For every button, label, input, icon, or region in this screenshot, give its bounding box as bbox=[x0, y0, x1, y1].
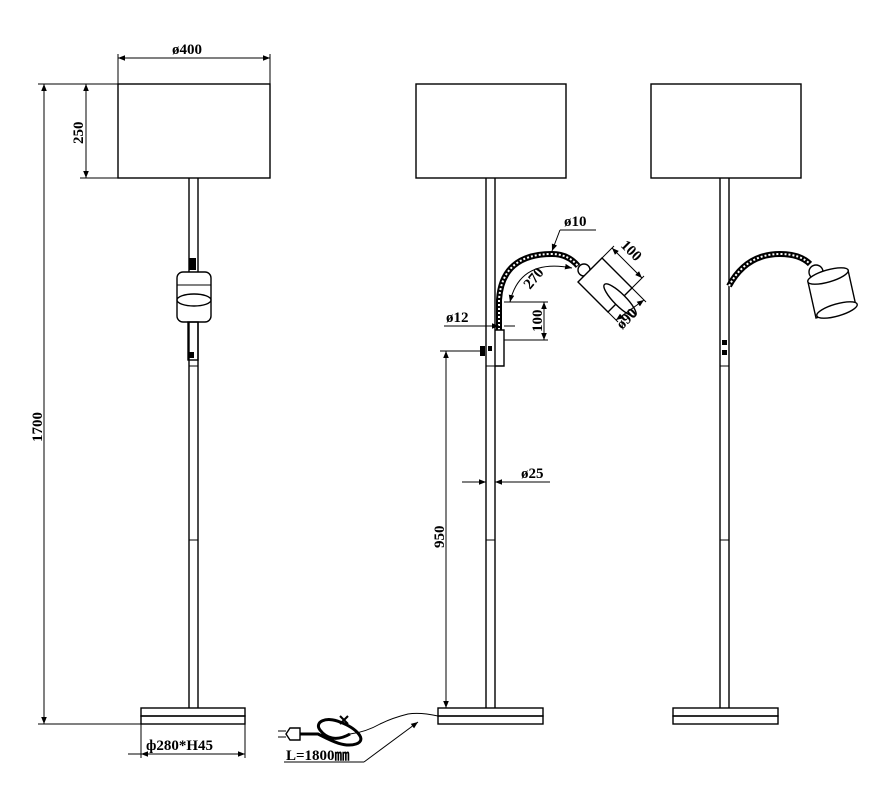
dim-mount-height: 950 bbox=[432, 526, 448, 549]
side-view: ø10 270 100 ø90 ø12 100 ø25 950 bbox=[278, 83, 647, 764]
gooseneck-arm-3 bbox=[726, 250, 813, 288]
base-bottom-3 bbox=[672, 715, 779, 725]
dim-shade-diameter: ø400 bbox=[172, 42, 202, 58]
dim-base-size: ф280*H45 bbox=[146, 738, 213, 754]
dim-spot-length: 100 bbox=[617, 238, 644, 265]
main-shade bbox=[117, 83, 271, 179]
dim-spot-diameter: ø90 bbox=[614, 306, 641, 333]
dim-pole-diameter: ø25 bbox=[521, 466, 544, 482]
power-cable bbox=[278, 712, 439, 747]
main-shade-side bbox=[415, 83, 567, 179]
base-top-side bbox=[437, 707, 544, 717]
dim-arm-vertical: 100 bbox=[530, 310, 546, 333]
base-bottom bbox=[140, 715, 246, 725]
spotlight-front bbox=[176, 258, 212, 361]
main-shade-3 bbox=[650, 83, 802, 179]
spot-head-3 bbox=[807, 264, 858, 319]
dim-switch-diameter: ø12 bbox=[446, 310, 469, 326]
base-top-3 bbox=[672, 707, 779, 717]
front-view: ø400 250 1700 ф280*H45 bbox=[30, 42, 271, 758]
dim-shade-height: 250 bbox=[71, 122, 87, 145]
perspective-view bbox=[650, 83, 858, 725]
dim-cable-length: L=1800㎜ bbox=[286, 748, 350, 764]
gooseneck-arm bbox=[480, 250, 581, 367]
dim-total-height: 1700 bbox=[30, 412, 46, 442]
dim-arm-angle: 270 bbox=[521, 265, 548, 293]
base-top bbox=[140, 707, 246, 717]
base-bottom-side bbox=[437, 715, 544, 725]
dim-arm-diameter: ø10 bbox=[564, 214, 587, 230]
